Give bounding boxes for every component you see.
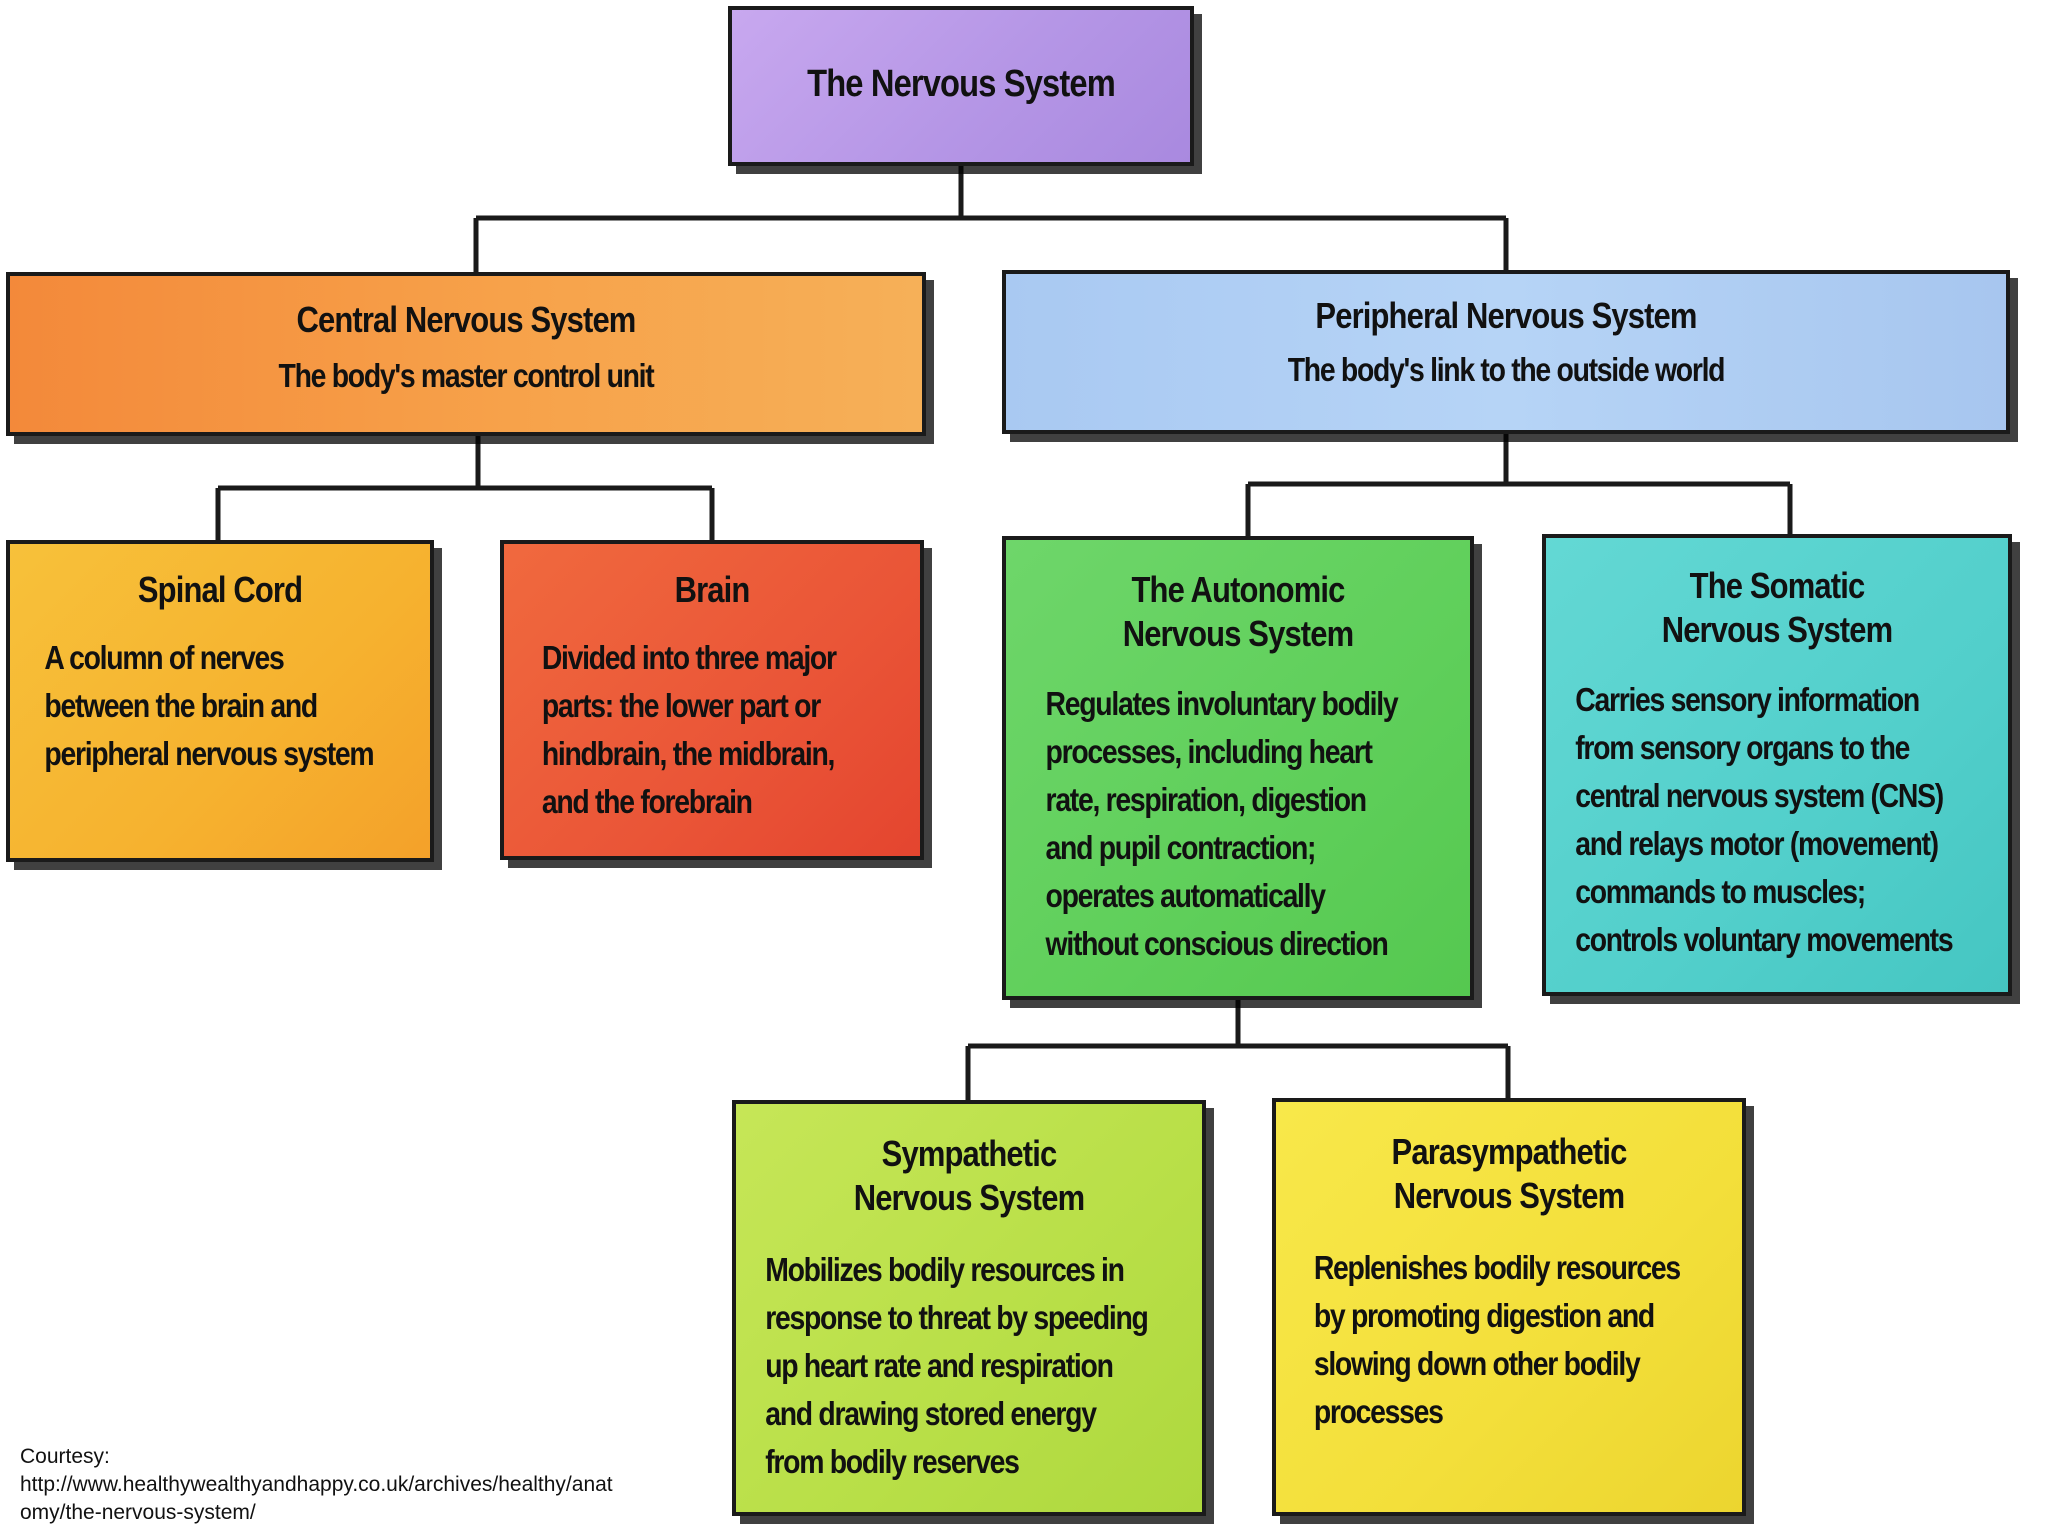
node-description: Replenishes bodily resources by promotin…	[1276, 1218, 1681, 1436]
title-line: Sympathetic	[881, 1133, 1058, 1174]
description-line: Divided into three major	[541, 639, 837, 676]
description-line: controls voluntary movements	[1575, 921, 1953, 958]
description-line: by promoting digestion and	[1313, 1297, 1655, 1334]
edge-peripheral-to-children	[1245, 434, 1793, 536]
description-line: processes	[1313, 1393, 1444, 1430]
title-line: The Somatic	[1689, 565, 1865, 606]
description-line: Carries sensory information	[1575, 681, 1920, 718]
description-line: and the forebrain	[541, 783, 753, 820]
node-brain: Brain Divided into three major parts: th…	[500, 540, 924, 860]
node-somatic-nervous-system: The Somatic Nervous System Carries senso…	[1542, 534, 2012, 996]
description-line: and drawing stored energy	[765, 1395, 1097, 1432]
credit-line: Courtesy:	[20, 1445, 110, 1468]
description-line: peripheral nervous system	[44, 735, 374, 772]
node-title: The Autonomic Nervous System	[1038, 540, 1437, 656]
node-title: The Somatic Nervous System	[1578, 538, 1975, 652]
node-description: The body's link to the outside world	[1076, 338, 1936, 394]
node-nervous-system: The Nervous System	[728, 6, 1194, 166]
source-credit: Courtesy: http://www.healthywealthyandha…	[20, 1443, 700, 1527]
title-line: Nervous System	[1393, 1175, 1625, 1216]
node-description: The body's master control unit	[74, 342, 858, 400]
description-line: Replenishes bodily resources	[1313, 1249, 1681, 1286]
description-line: hindbrain, the midbrain,	[541, 735, 836, 772]
description-line: without conscious direction	[1045, 925, 1389, 962]
node-peripheral-nervous-system: Peripheral Nervous System The body's lin…	[1002, 270, 2010, 434]
description-line: rate, respiration, digestion	[1045, 781, 1368, 818]
node-title: Sympathetic Nervous System	[769, 1104, 1170, 1220]
node-title: Parasympathetic Nervous System	[1309, 1102, 1710, 1218]
node-spinal-cord: Spinal Cord A column of nerves between t…	[6, 540, 434, 862]
title-line: Central Nervous System	[296, 299, 636, 340]
title-line: Peripheral Nervous System	[1315, 295, 1697, 336]
description-line: The body's link to the outside world	[1287, 351, 1726, 388]
edge-autonomic-to-children	[965, 1000, 1511, 1100]
title-line: Brain	[674, 569, 751, 610]
node-title: The Nervous System	[764, 10, 1158, 106]
node-description: A column of nerves between the brain and…	[10, 612, 374, 778]
description-line: and relays motor (movement)	[1575, 825, 1939, 862]
description-line: The body's master control unit	[278, 357, 655, 394]
credit-line: http://www.healthywealthyandhappy.co.uk/…	[20, 1473, 613, 1496]
description-line: operates automatically	[1045, 877, 1326, 914]
description-line: parts: the lower part or	[541, 687, 821, 724]
description-line: from bodily reserves	[765, 1443, 1020, 1480]
node-autonomic-nervous-system: The Autonomic Nervous System Regulates i…	[1002, 536, 1474, 1000]
edge-central-to-children	[215, 436, 715, 540]
title-line: Parasympathetic	[1391, 1131, 1628, 1172]
description-line: between the brain and	[44, 687, 318, 724]
node-title: Brain	[533, 544, 891, 612]
title-line: Nervous System	[853, 1177, 1085, 1218]
credit-line: omy/the-nervous-system/	[20, 1501, 256, 1524]
description-line: processes, including heart	[1045, 733, 1373, 770]
description-line: A column of nerves	[44, 639, 284, 676]
node-description: Divided into three major parts: the lowe…	[504, 612, 862, 826]
node-title: Peripheral Nervous System	[1076, 274, 1936, 338]
description-line: and pupil contraction;	[1045, 829, 1317, 866]
edge-root-to-branches	[473, 166, 1509, 272]
node-title: Spinal Cord	[39, 544, 400, 612]
node-description: Regulates involuntary bodily processes, …	[1006, 656, 1405, 968]
node-parasympathetic-nervous-system: Parasympathetic Nervous System Replenish…	[1272, 1098, 1746, 1516]
node-description: Mobilizes bodily resources in response t…	[736, 1220, 1149, 1486]
description-line: commands to muscles;	[1575, 873, 1866, 910]
title-line: Nervous System	[1122, 613, 1354, 654]
description-line: up heart rate and respiration	[765, 1347, 1114, 1384]
title-line: The Autonomic	[1131, 569, 1346, 610]
description-line: central nervous system (CNS)	[1575, 777, 1944, 814]
description-line: Mobilizes bodily resources in	[765, 1251, 1125, 1288]
node-sympathetic-nervous-system: Sympathetic Nervous System Mobilizes bod…	[732, 1100, 1206, 1516]
description-line: from sensory organs to the	[1575, 729, 1910, 766]
description-line: slowing down other bodily	[1313, 1345, 1641, 1382]
node-central-nervous-system: Central Nervous System The body's master…	[6, 272, 926, 436]
title-line: Spinal Cord	[137, 569, 303, 610]
description-line: Regulates involuntary bodily	[1045, 685, 1399, 722]
node-description: Carries sensory information from sensory…	[1546, 652, 1953, 964]
description-line: response to threat by speeding	[765, 1299, 1149, 1336]
node-title: Central Nervous System	[74, 276, 858, 342]
title-line: Nervous System	[1661, 609, 1893, 650]
title-line: The Nervous System	[807, 63, 1116, 105]
